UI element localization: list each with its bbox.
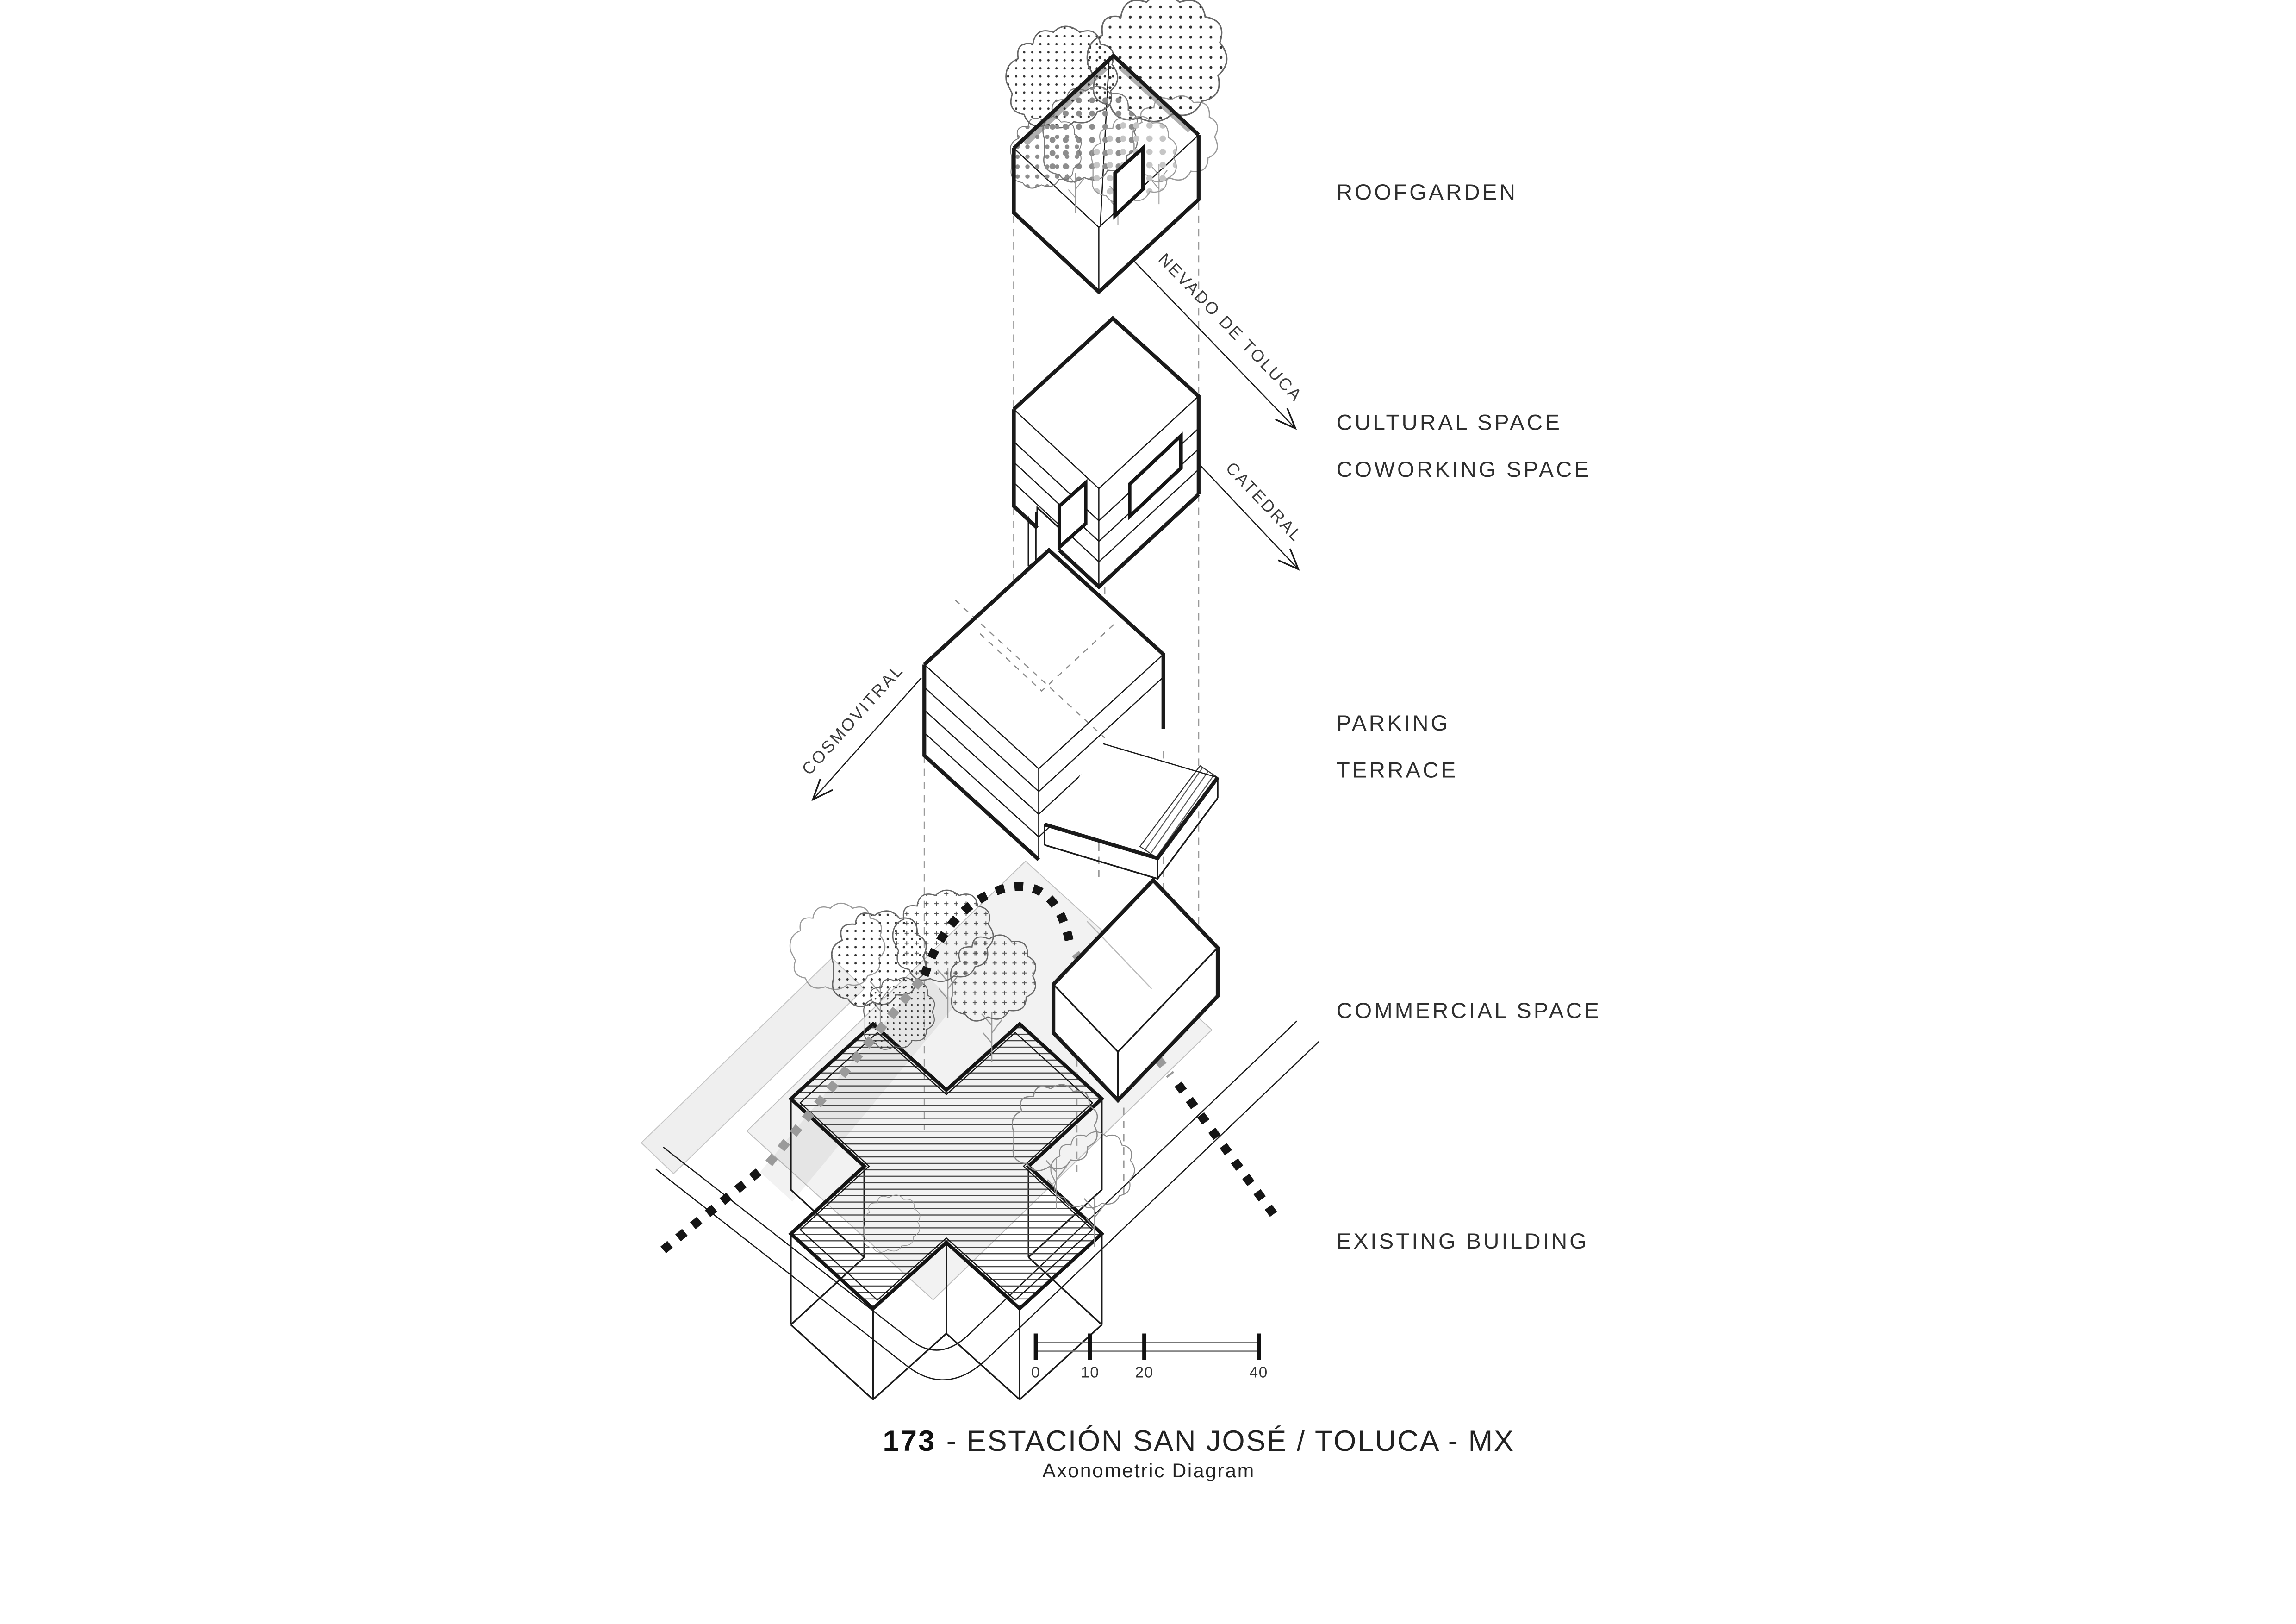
parking-terrace-volume — [922, 547, 1220, 880]
project-title: - ESTACIÓN SAN JOSÉ / TOLUCA - MX — [946, 1425, 1515, 1457]
cosmovitral-arrow: COSMOVITRAL — [798, 660, 922, 801]
scale-tick-0: 0 — [1031, 1364, 1040, 1381]
label-parking: PARKING — [1337, 711, 1450, 736]
label-cultural: CULTURAL SPACE — [1337, 410, 1562, 435]
label-coworking: COWORKING SPACE — [1337, 457, 1591, 482]
roofgarden-volume — [1005, 0, 1228, 295]
scale-bar: 0 10 20 40 — [1031, 1333, 1268, 1381]
commercial-volume — [1051, 877, 1220, 1103]
scale-tick-20: 20 — [1135, 1364, 1153, 1381]
project-number: 173 — [883, 1425, 936, 1457]
layer-labels: ROOFGARDEN CULTURAL SPACE COWORKING SPAC… — [1337, 180, 1601, 1254]
roofgarden-door-opening — [1113, 144, 1145, 220]
scale-tick-40: 40 — [1250, 1364, 1268, 1381]
scale-tick-10: 10 — [1081, 1364, 1099, 1381]
cosmovitral-arrow-label: COSMOVITRAL — [798, 660, 907, 779]
arrowhead-icon — [1275, 407, 1297, 430]
cultural-coworking-volume — [1012, 316, 1201, 590]
label-roofgarden: ROOFGARDEN — [1337, 180, 1518, 205]
label-terrace: TERRACE — [1337, 758, 1458, 783]
label-commercial: COMMERCIAL SPACE — [1337, 999, 1601, 1023]
existing-roof — [788, 1021, 1105, 1311]
street-edges — [655, 1020, 1319, 1380]
arrowhead-icon — [811, 778, 833, 801]
terrace-slab — [1044, 743, 1220, 880]
coworking-window-opening — [1128, 431, 1183, 521]
label-existing: EXISTING BUILDING — [1337, 1229, 1589, 1254]
cultural-door-opening — [1057, 479, 1088, 551]
drawing-subtitle: Axonometric Diagram — [1042, 1460, 1255, 1482]
title-block: 173 - ESTACIÓN SAN JOSÉ / TOLUCA - MX Ax… — [883, 1425, 1515, 1482]
existing-building-volume — [788, 1021, 1105, 1400]
catedral-arrow: CATEDRAL — [1198, 458, 1307, 571]
arrowhead-icon — [1278, 548, 1300, 571]
